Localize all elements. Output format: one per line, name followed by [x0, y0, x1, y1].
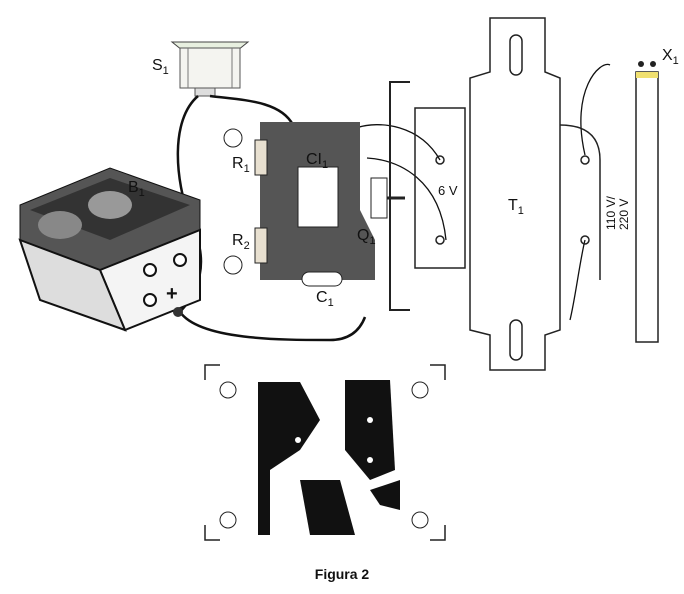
- thin-wires: [355, 63, 611, 321]
- lamp-label: X1: [662, 47, 679, 67]
- ic-label: CI1: [306, 151, 328, 171]
- figure-caption: Figura 2: [314, 566, 370, 582]
- bracket: [389, 81, 410, 311]
- transformer-label: T1: [508, 197, 524, 217]
- pcb-copper-layout: [204, 364, 446, 541]
- low-voltage-label: 6 V: [438, 183, 458, 198]
- battery-plus-sign: +: [166, 283, 178, 305]
- high-voltage-label: 110 V/ 220 V: [604, 196, 631, 230]
- svg-text:220 V: 220 V: [617, 199, 631, 230]
- r2-label: R2: [232, 232, 250, 252]
- lamp-x1: [635, 61, 659, 343]
- switch-s1: [170, 41, 250, 97]
- c1-label: C1: [316, 289, 334, 309]
- switch-label: S1: [152, 57, 169, 77]
- battery-label: B1: [128, 179, 145, 199]
- pcb-board: [223, 122, 405, 287]
- svg-text:110 V/: 110 V/: [604, 196, 618, 230]
- transformer-t1: [414, 17, 601, 371]
- r1-label: R1: [232, 155, 250, 175]
- q1-label: Q1: [357, 227, 376, 247]
- battery-b1: [18, 167, 201, 332]
